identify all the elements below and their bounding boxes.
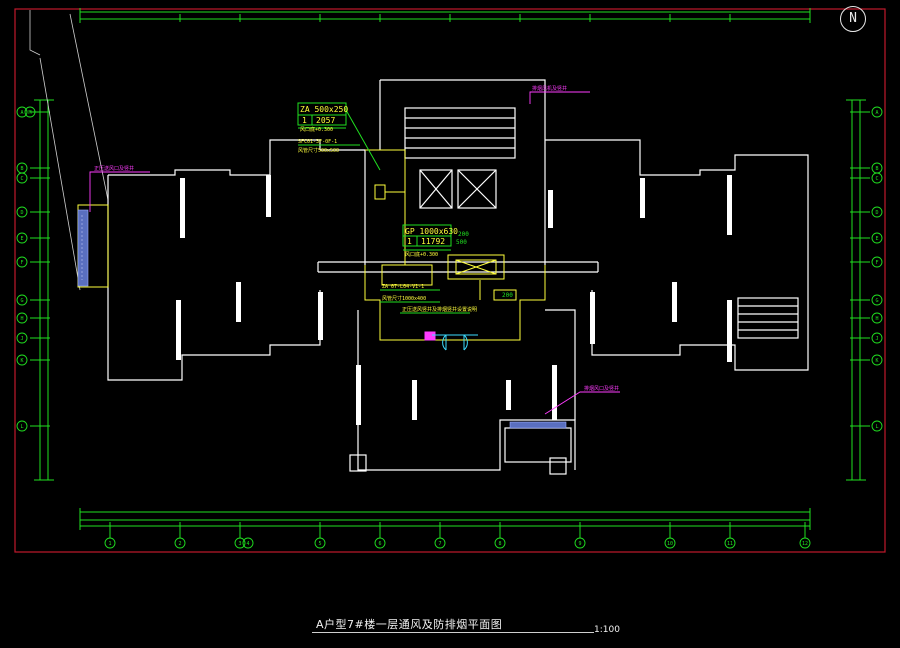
top-right-note: 排烟风机及竖井 bbox=[532, 85, 567, 92]
axis-label-bottom: 5 bbox=[318, 541, 321, 547]
box-lower-line3: 风口底+0.300 bbox=[405, 251, 438, 258]
wall-columns bbox=[176, 175, 732, 425]
axis-label-left: L bbox=[20, 424, 23, 430]
axis-label-right: L bbox=[875, 424, 878, 430]
dim-c: 500 bbox=[456, 239, 467, 246]
axis-label-bottom: 3 bbox=[238, 541, 241, 547]
axis-label-left: M bbox=[28, 110, 31, 116]
axis-label-left: F bbox=[20, 260, 23, 266]
axis-label-right: B bbox=[875, 166, 878, 172]
right-axis-bubbles bbox=[871, 106, 883, 432]
axis-label-bottom: 9 bbox=[578, 541, 581, 547]
axis-label-right: G bbox=[875, 298, 878, 304]
box-upper-line1: ZA 500x250 bbox=[300, 105, 348, 114]
axis-label-left: J bbox=[20, 336, 23, 342]
axis-label-right: H bbox=[875, 316, 878, 322]
supply-label: SFC01-3F-0F-1 bbox=[298, 139, 337, 145]
box-upper-line3: 风口底+0.300 bbox=[300, 126, 333, 133]
axis-label-left: A bbox=[20, 110, 23, 116]
axis-label-bottom: 10 bbox=[667, 541, 673, 547]
exhaust-grille bbox=[509, 421, 567, 429]
axis-label-bottom: 12 bbox=[802, 541, 808, 547]
axis-label-bottom: 8 bbox=[498, 541, 501, 547]
axis-label-right: J bbox=[875, 336, 878, 342]
axis-label-left: E bbox=[20, 236, 23, 242]
axis-label-bottom: 6 bbox=[378, 541, 381, 547]
top-dimension-lines bbox=[79, 8, 811, 23]
axis-label-right: D bbox=[875, 210, 878, 216]
right-bottom-note: 排烟风口及竖井 bbox=[584, 385, 619, 392]
drawing-border bbox=[14, 8, 886, 553]
axis-label-right: F bbox=[875, 260, 878, 266]
axis-label-right: A bbox=[875, 110, 878, 116]
building-walls bbox=[107, 79, 809, 475]
dim-b: 200 bbox=[458, 231, 469, 238]
bottom-axis-bubbles bbox=[104, 537, 811, 549]
axis-label-right: E bbox=[875, 236, 878, 242]
annotation-frames bbox=[297, 102, 470, 314]
axis-label-left: G bbox=[20, 298, 23, 304]
supply-sub: 风管尺寸500x500 bbox=[298, 147, 339, 154]
left-axis-bubbles bbox=[16, 106, 36, 432]
right-dimension-lines bbox=[846, 99, 870, 481]
lower-tag: ZA 07-L04-V1-1 bbox=[382, 284, 424, 290]
dim-a: 200 bbox=[502, 292, 513, 299]
box-lower-line2a: 1 bbox=[407, 237, 412, 246]
drawing-scale: 1:100 bbox=[594, 625, 620, 635]
left-note: 正压送风口及竖井 bbox=[94, 165, 134, 172]
lower-sub: 风管尺寸1000x400 bbox=[382, 295, 426, 302]
axis-label-left: K bbox=[20, 358, 23, 364]
axis-label-left: H bbox=[20, 316, 23, 322]
bottom-dimension-lines bbox=[79, 508, 811, 538]
axis-label-bottom: 7 bbox=[438, 541, 441, 547]
ventilation-equipment bbox=[364, 149, 546, 341]
left-air-shaft bbox=[77, 204, 109, 288]
annotation-texts: ZA 500x250 1 2057 风口底+0.300 SFC01-3F-0F-… bbox=[94, 85, 619, 392]
annotation-leaders bbox=[89, 91, 620, 415]
axis-label-bottom: 11 bbox=[727, 541, 733, 547]
title-underline bbox=[312, 632, 594, 633]
left-dimension-lines bbox=[30, 99, 54, 481]
axis-label-bottom: 4 bbox=[246, 541, 249, 547]
box-upper-line2b: 2057 bbox=[316, 116, 335, 125]
axis-label-bottom: 1 bbox=[108, 541, 111, 547]
site-boundary-lines bbox=[29, 10, 109, 291]
axis-label-left: C bbox=[20, 176, 23, 182]
box-lower-line2b: 11792 bbox=[421, 237, 445, 246]
entry-door bbox=[432, 334, 478, 351]
center-note: 正压送风竖井及排烟竖井设置说明 bbox=[402, 306, 477, 313]
box-lower-line1: GP 1000x630 bbox=[405, 227, 458, 236]
axis-label-right: K bbox=[875, 358, 878, 364]
box-upper-line2a: 1 bbox=[302, 116, 307, 125]
drawing-title: A户型7#楼一层通风及防排烟平面图 bbox=[316, 618, 503, 631]
axis-label-bottom: 2 bbox=[178, 541, 181, 547]
axis-label-left: D bbox=[20, 210, 23, 216]
axis-label-left: B bbox=[20, 166, 23, 172]
north-arrow-symbol: N bbox=[840, 6, 866, 32]
axis-label-right: C bbox=[875, 176, 878, 182]
